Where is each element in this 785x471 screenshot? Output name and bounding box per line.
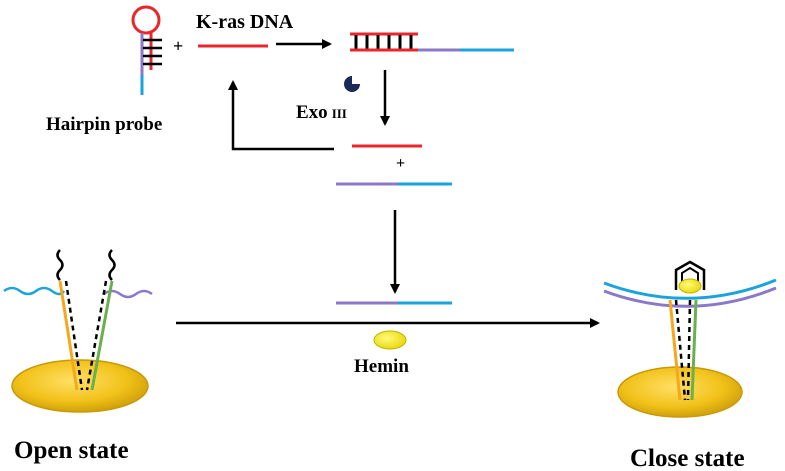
open-left-orange-strand	[58, 280, 79, 391]
hairpin-probe-label: Hairpin probe	[46, 114, 162, 135]
plus-sign-2: +	[396, 155, 405, 172]
close-green-strand	[690, 299, 698, 401]
open-right-dashed-strand	[85, 280, 108, 391]
close-state-electrode	[603, 260, 777, 418]
hairpin-loop	[131, 5, 161, 35]
hemin-oval-icon	[373, 330, 407, 350]
close-state-label: Close state	[630, 445, 745, 471]
open-right-purple-tail	[103, 289, 153, 299]
kras-dna-label: K-ras DNA	[196, 11, 294, 33]
recycle-arrow-icon	[228, 80, 334, 151]
open-state-label: Open state	[14, 437, 129, 464]
open-state-electrode	[3, 249, 153, 413]
close-dashed-pairs	[603, 283, 777, 304]
pacman-enzyme-icon	[344, 76, 360, 92]
hairpin-probe	[131, 5, 162, 95]
close-blue-strand	[603, 278, 777, 300]
plus-sign-1: +	[173, 36, 183, 56]
open-right-green-strand	[90, 280, 114, 391]
duplex-base-pairs	[354, 35, 413, 49]
open-left-blue-tail	[3, 286, 66, 296]
close-orange-strand	[668, 299, 682, 401]
close-left-dashed-strand	[674, 299, 687, 401]
open-left-dashed-strand	[64, 280, 84, 391]
gold-electrode-icon	[11, 359, 149, 413]
close-purple-strand	[603, 286, 777, 308]
open-right-wavy-end	[108, 249, 116, 281]
g-quadruplex-cage	[674, 260, 706, 290]
probe-target-duplex	[350, 32, 514, 52]
hemin-label: Hemin	[354, 356, 409, 377]
hemin-oval-icon	[678, 278, 702, 294]
open-left-wavy-end	[56, 249, 64, 281]
hairpin-base-pairs	[143, 38, 162, 66]
close-right-dashed-strand	[686, 299, 692, 401]
g-quadruplex-inner	[681, 266, 699, 290]
